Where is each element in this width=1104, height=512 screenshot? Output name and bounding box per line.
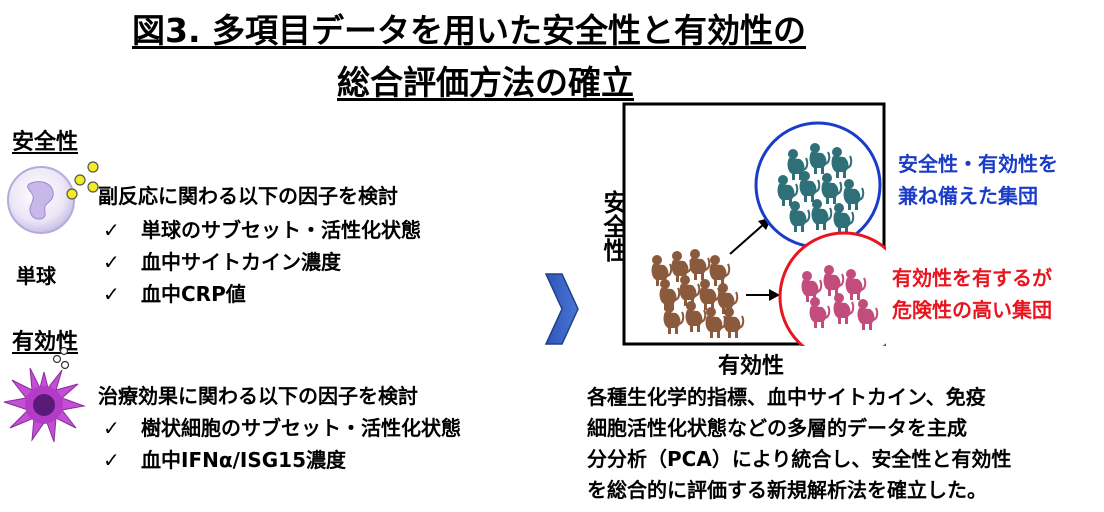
good-group-label-1: 安全性・有効性を [898, 152, 1058, 176]
summary-text: 各種生化学的指標、血中サイトカイン、免疫 細胞活性化状態などの多層的データを主成… [587, 382, 1011, 506]
particles-small-icon [52, 346, 70, 370]
summary-line: 各種生化学的指標、血中サイトカイン、免疫 [587, 385, 986, 409]
safety-item: ✓ 単球のサブセット・活性化状態 [103, 214, 421, 243]
particles-icon [66, 161, 99, 200]
safety-item-label: 血中サイトカイン濃度 [141, 250, 341, 274]
y-axis-text: 安全性 [599, 190, 627, 262]
x-axis-label: 有効性 [718, 354, 785, 379]
summary-line: 分分析（PCA）により統合し、安全性と有効性 [587, 447, 1012, 471]
check-mark-icon: ✓ [103, 416, 120, 440]
monocyte-icon [7, 166, 75, 234]
safety-item: ✓ 血中CRP値 [103, 278, 246, 307]
check-mark-icon: ✓ [103, 448, 120, 472]
risky-group-label-2: 危険性の高い集団 [892, 298, 1052, 322]
title-line-1: 図3. 多項目データを用いた安全性と有効性の [132, 11, 806, 50]
safety-item: ✓ 血中サイトカイン濃度 [103, 246, 341, 275]
check-mark-icon: ✓ [103, 250, 120, 274]
efficacy-item-label: 血中IFNα/ISG15濃度 [141, 448, 346, 472]
pca-plot [622, 102, 886, 346]
summary-line: 細胞活性化状態などの多層的データを主成 [587, 416, 967, 440]
safety-item-label: 血中CRP値 [141, 282, 246, 306]
monocyte-label: 単球 [16, 264, 56, 288]
efficacy-item: ✓ 血中IFNα/ISG15濃度 [103, 444, 346, 473]
title-line-2: 総合評価方法の確立 [337, 63, 634, 102]
safety-heading: 安全性 [12, 130, 79, 155]
summary-line: を総合的に評価する新規解析法を確立した。 [587, 478, 987, 502]
efficacy-item-label: 樹状細胞のサブセット・活性化状態 [141, 416, 461, 440]
good-group-label-2: 兼ね備えた集団 [898, 184, 1038, 208]
risky-group-label-1: 有効性を有するが [892, 266, 1052, 290]
efficacy-intro: 治療効果に関わる以下の因子を検討 [98, 384, 418, 408]
check-mark-icon: ✓ [103, 218, 120, 242]
efficacy-item: ✓ 樹状細胞のサブセット・活性化状態 [103, 412, 461, 441]
dendritic-cell-icon [3, 367, 86, 443]
check-mark-icon: ✓ [103, 282, 120, 306]
flow-arrow-icon [544, 273, 579, 345]
safety-item-label: 単球のサブセット・活性化状態 [141, 218, 421, 242]
y-axis-label: 安全性 [596, 190, 631, 268]
safety-intro: 副反応に関わる以下の因子を検討 [98, 184, 398, 208]
